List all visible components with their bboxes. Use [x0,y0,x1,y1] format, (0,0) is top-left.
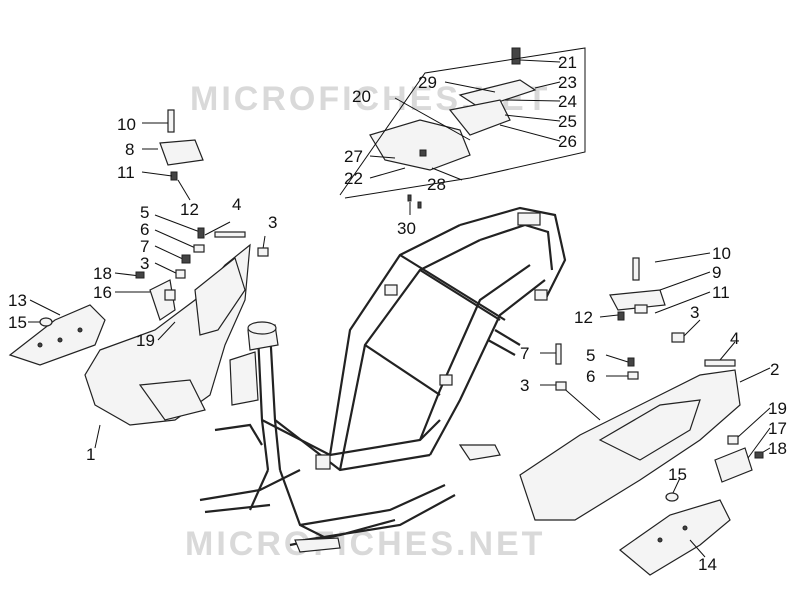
callout-21: 21 [558,53,577,72]
callout-9: 9 [712,263,721,282]
callout-28: 28 [427,175,446,194]
right-footrest-panel [619,499,731,576]
group-bracket-20-29 [339,47,586,199]
callout-19-left: 19 [136,331,155,350]
hardware-parts [39,194,764,502]
callout-7-right: 7 [520,344,529,363]
callout-11-left: 11 [117,163,135,182]
callout-26: 26 [558,132,577,151]
callout-29: 29 [418,73,437,92]
callout-10-right: 10 [712,244,731,263]
callout-15-left: 15 [8,313,27,332]
right-handle [609,257,666,311]
callout-19-right: 19 [768,399,787,418]
callout-25: 25 [558,112,577,131]
callout-27: 27 [344,147,363,166]
left-handle [159,109,204,181]
callout-20: 20 [352,87,371,106]
callout-10-left: 10 [117,115,136,134]
callout-6-left: 6 [140,220,149,239]
callout-16: 16 [93,283,112,302]
callout-2: 2 [770,360,779,379]
callout-30: 30 [397,219,416,238]
callout-5-right: 5 [586,346,595,365]
callout-3-left-top: 3 [268,213,277,232]
callout-11-right: 11 [712,283,730,302]
scooter-frame [199,206,567,553]
callout-23: 23 [558,73,577,92]
leader-lines [28,59,771,558]
left-footrest-panel [8,304,106,366]
right-side-cover [519,369,741,521]
callout-18-right: 18 [768,439,787,458]
callout-12-right: 12 [574,308,593,327]
callout-5-left: 5 [140,203,149,222]
callout-22: 22 [344,169,363,188]
callout-7-left: 7 [140,237,149,256]
callout-8: 8 [125,140,134,159]
left-side-cover [84,243,251,426]
right-inner-cover [714,447,753,483]
callout-3-right-top: 3 [690,303,699,322]
callout-6-right: 6 [586,367,595,386]
callout-13: 13 [8,291,27,310]
callout-15-right: 15 [668,465,687,484]
callout-14: 14 [698,555,717,574]
callout-4-left: 4 [232,195,241,214]
callout-1: 1 [86,445,95,464]
callout-17: 17 [768,419,787,438]
callout-18-left: 18 [93,264,112,283]
callout-3-right: 3 [520,376,529,395]
callout-12-left: 12 [180,200,199,219]
callout-4-right: 4 [730,329,739,348]
callout-labels: 10 8 11 12 4 3 5 6 7 3 18 16 13 15 19 1 … [8,53,787,574]
callout-24: 24 [558,92,577,111]
callout-3-left: 3 [140,254,149,273]
